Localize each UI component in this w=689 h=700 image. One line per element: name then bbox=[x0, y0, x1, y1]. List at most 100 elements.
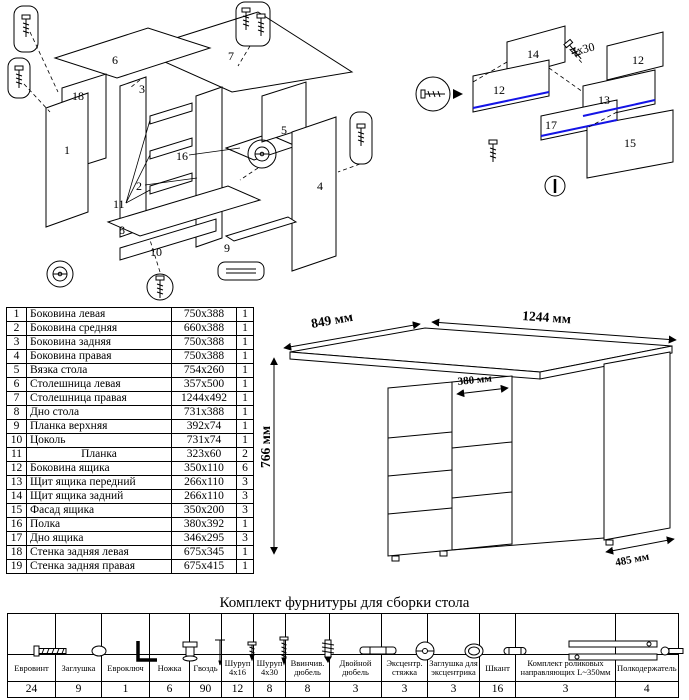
screw-in-dowel-icon bbox=[321, 639, 334, 663]
part-10-plinth bbox=[119, 218, 217, 261]
part-8-bottom bbox=[106, 185, 262, 237]
hw-qty: 8 bbox=[285, 681, 330, 698]
part-size: 750x388 bbox=[171, 349, 237, 364]
hw-qty: 1 bbox=[101, 681, 150, 698]
part-9-top-strip bbox=[224, 216, 298, 242]
cam-lock-icon bbox=[415, 641, 434, 661]
dimension-lines bbox=[270, 318, 677, 555]
hw-qty: 90 bbox=[189, 681, 222, 698]
part-name: Дно ящика bbox=[26, 531, 172, 546]
part-11-rail bbox=[149, 172, 193, 195]
part-size: 266x110 bbox=[171, 475, 237, 490]
screw-4x16-icon bbox=[247, 641, 256, 662]
part-num: 3 bbox=[6, 335, 27, 350]
part-num: 5 bbox=[6, 363, 27, 378]
part-number-label: 1 bbox=[64, 143, 70, 157]
part-name: Боковина правая bbox=[26, 349, 172, 364]
part-num: 12 bbox=[6, 461, 27, 476]
euroscrew-icon bbox=[33, 645, 66, 657]
pedestal-side-open bbox=[451, 375, 513, 551]
part-name: Планка верхняя bbox=[26, 419, 172, 434]
dimension-side: 485 мм bbox=[614, 551, 650, 569]
leg-icon bbox=[182, 641, 197, 662]
part-qty: 1 bbox=[236, 377, 254, 392]
part-name: Фасад ящика bbox=[26, 503, 172, 518]
part-name: Боковина средняя bbox=[26, 321, 172, 336]
part-size: 1244x492 bbox=[171, 391, 237, 406]
nail-icon bbox=[214, 639, 225, 666]
part-size: 731x74 bbox=[171, 433, 237, 448]
hardware-table: Евровинт Заглушка Евроключ Ножка Гвоздь … bbox=[7, 613, 684, 698]
part-size: 660x388 bbox=[171, 321, 237, 336]
screw-icon bbox=[155, 275, 165, 299]
hw-qty-row: 24 9 1 6 90 12 8 8 3 3 3 16 3 4 bbox=[7, 681, 679, 698]
roller-guides-icon bbox=[568, 640, 657, 661]
screw-icon bbox=[14, 65, 24, 89]
hw-qty: 3 bbox=[381, 681, 428, 698]
part-number-label: 13 bbox=[598, 93, 610, 107]
part-num: 10 bbox=[6, 433, 27, 448]
hw-icon-cell bbox=[253, 613, 288, 666]
part-qty: 1 bbox=[236, 321, 254, 336]
cam-cap-icon bbox=[464, 643, 483, 659]
hw-icon-cell bbox=[479, 613, 526, 655]
part-num: 8 bbox=[6, 405, 27, 420]
hw-qty: 24 bbox=[7, 681, 56, 698]
fastener-callout-box bbox=[235, 1, 271, 47]
part-size: 754x260 bbox=[171, 363, 237, 378]
part-qty: 3 bbox=[236, 503, 254, 518]
part-12-drawer-side bbox=[472, 59, 550, 113]
hw-qty: 16 bbox=[479, 681, 516, 698]
part-15-drawer-facade bbox=[586, 109, 674, 179]
leader-lines bbox=[125, 119, 241, 204]
fastener-callout-circle bbox=[146, 273, 174, 301]
part-name: Полка bbox=[26, 517, 172, 532]
part-number-label: 16 bbox=[176, 149, 188, 163]
hw-icon-cell bbox=[7, 613, 66, 657]
part-name: Стенка задняя левая bbox=[26, 545, 172, 560]
part-size: 675x415 bbox=[171, 559, 237, 574]
part-size: 350x200 bbox=[171, 503, 237, 518]
hw-icon-cell bbox=[149, 613, 197, 662]
screw-icon bbox=[356, 123, 366, 147]
part-num: 15 bbox=[6, 503, 27, 518]
part-name: Стенка задняя правая bbox=[26, 559, 172, 574]
hex-key-icon bbox=[135, 641, 157, 662]
part-num: 19 bbox=[6, 559, 27, 574]
hw-qty: 3 bbox=[515, 681, 616, 698]
part-size: 675x345 bbox=[171, 545, 237, 560]
hw-name: Шкант bbox=[479, 654, 516, 682]
fastener-callout-box bbox=[217, 261, 265, 281]
fastener-callout-circle bbox=[247, 139, 277, 169]
part-number-label: 12 bbox=[632, 53, 644, 67]
exploded-desk-diagram: 6 7 18 1 3 16 2 5 11 8 10 9 4 bbox=[7, 1, 373, 301]
part-11-rail bbox=[149, 102, 193, 125]
part-qty: 1 bbox=[236, 349, 254, 364]
part-qty: 1 bbox=[236, 545, 254, 560]
part-num: 13 bbox=[6, 475, 27, 490]
euroscrew-detail-icon bbox=[420, 89, 445, 99]
part-qty: 1 bbox=[236, 307, 254, 322]
part-number-label: 4 bbox=[317, 179, 323, 193]
part-size: 380x392 bbox=[171, 517, 237, 532]
part-qty: 1 bbox=[236, 405, 254, 420]
part-6-top-left bbox=[53, 27, 212, 79]
part-size: 266x110 bbox=[171, 489, 237, 504]
part-name: Планка bbox=[26, 447, 172, 462]
part-num: 7 bbox=[6, 391, 27, 406]
cap-icon bbox=[91, 645, 106, 657]
part-qty: 3 bbox=[236, 531, 254, 546]
part-num: 16 bbox=[6, 517, 27, 532]
hw-qty: 3 bbox=[329, 681, 382, 698]
fastener-callout-box bbox=[7, 57, 31, 99]
shelf-support-icon bbox=[660, 646, 684, 656]
